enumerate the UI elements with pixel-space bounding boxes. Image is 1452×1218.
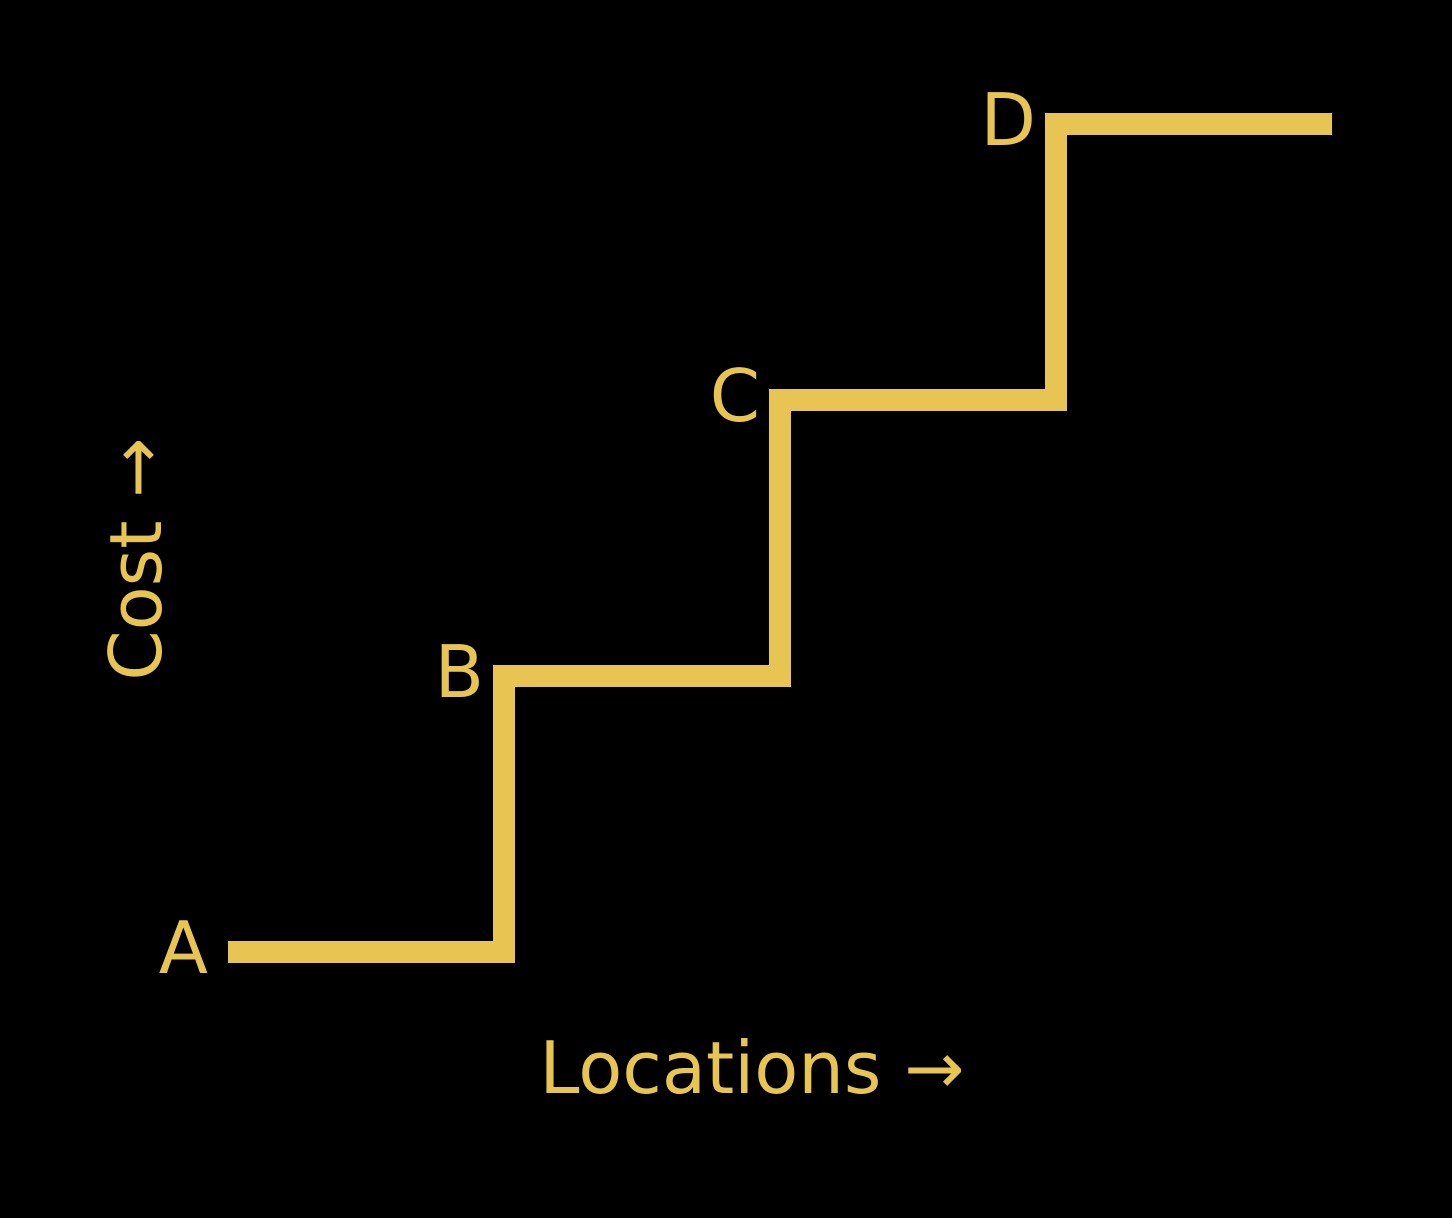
- plot-area: A B C D: [159, 78, 1332, 990]
- y-axis-label: Cost →: [94, 437, 178, 680]
- step-label-d: D: [981, 78, 1036, 162]
- step-line-series-0: [228, 113, 1332, 963]
- step-label-c: C: [710, 354, 760, 438]
- x-axis-label: Locations →: [539, 1026, 964, 1110]
- step-label-b: B: [435, 630, 484, 714]
- step-label-a: A: [159, 906, 208, 990]
